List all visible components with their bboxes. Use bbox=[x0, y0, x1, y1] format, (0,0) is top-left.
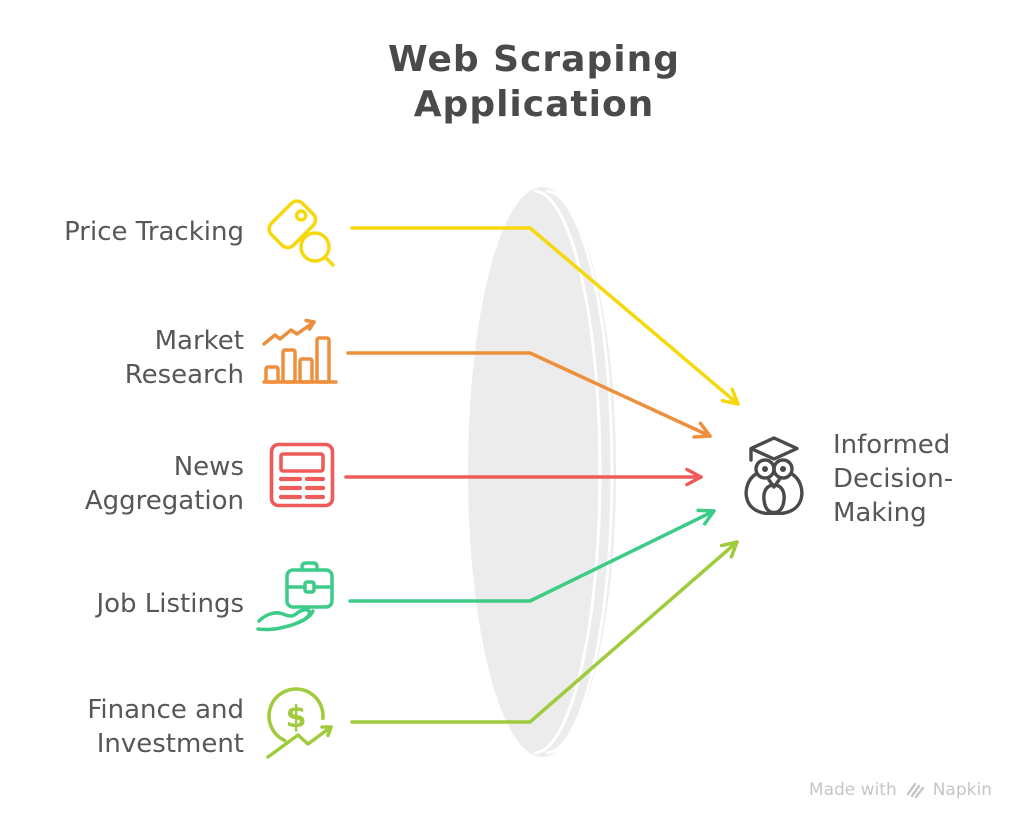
arrow-price-tracking bbox=[350, 226, 740, 406]
arrow-market-research bbox=[346, 351, 712, 439]
label-price-tracking: Price Tracking bbox=[64, 217, 244, 247]
price-tag-search-icon bbox=[267, 199, 335, 267]
owl-right-pupil bbox=[780, 466, 786, 472]
hand-briefcase-icon bbox=[256, 561, 334, 632]
napkin-logo-icon bbox=[906, 782, 924, 799]
lens-highlight-1 bbox=[533, 189, 602, 755]
graduate-owl-icon bbox=[744, 436, 804, 515]
lens-body bbox=[468, 187, 616, 757]
title-line-1: Web Scraping bbox=[388, 39, 680, 80]
watermark-prefix: Made with bbox=[808, 780, 897, 800]
arrow-finance-investment bbox=[350, 540, 739, 724]
label-informed-decision-making: Informed Decision- Making bbox=[833, 430, 954, 528]
watermark-brand: Napkin bbox=[932, 780, 992, 800]
arrow-job-listings bbox=[348, 508, 716, 603]
label-market-research: Market Research bbox=[124, 326, 244, 390]
page-title: Web Scraping Application bbox=[44, 37, 1024, 127]
watermark: Made with Napkin bbox=[809, 778, 992, 802]
label-job-listings: Job Listings bbox=[96, 589, 244, 619]
label-news-aggregation: News Aggregation bbox=[84, 452, 244, 516]
lens-highlight-2 bbox=[545, 189, 614, 755]
dollar-glyph: $ bbox=[286, 700, 307, 735]
bar-chart-growth-icon bbox=[262, 318, 338, 384]
title-line-2: Application bbox=[413, 84, 655, 125]
dollar-growth-icon: $ bbox=[266, 687, 333, 759]
newspaper-icon bbox=[269, 442, 335, 508]
arrows bbox=[344, 226, 740, 724]
funnel-lens bbox=[468, 187, 616, 757]
label-finance-investment: Finance and Investment bbox=[87, 695, 244, 759]
owl-left-pupil bbox=[762, 466, 768, 472]
